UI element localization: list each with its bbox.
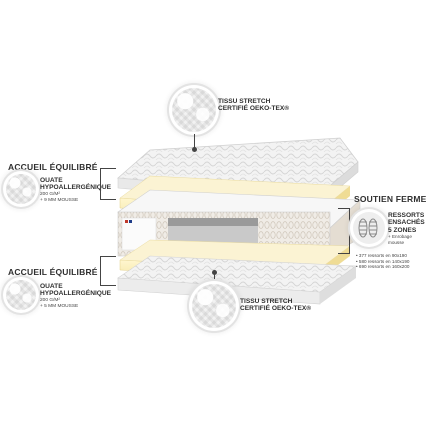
spring-count-item: • 580 ressorts en 140x190 [356,258,410,264]
left-top-text: OUATE HYPOALLERGÉNIQUE 200 G/M² + 9 MM M… [40,177,112,203]
top-connector-dot [192,147,197,152]
right-bracket-top [338,208,350,209]
left-top-wadding-circle [6,174,36,204]
left-top-heading: ACCUEIL ÉQUILIBRÉ [8,162,98,172]
spring-coil-icon [358,218,378,238]
right-bracket-vert [349,208,350,254]
right-text: RESSORTS ENSACHÉS 5 ZONES + Enrobage mou… [388,212,425,245]
spring-count-item: • 690 ressorts en 160x200 [356,264,410,270]
top-fabric-detail-circle [172,88,216,132]
left-top-bracket-bottom [100,199,116,200]
right-bracket-bottom [338,253,350,254]
left-bottom-wadding-circle [6,280,36,310]
spring-count-item: • 377 ressorts en 90x190 [356,253,407,258]
right-spring-circle [353,212,385,244]
left-bottom-text: OUATE HYPOALLERGÉNIQUE 200 G/M² + 5 MM M… [40,283,112,309]
bottom-fabric-detail-circle [192,284,236,328]
left-bottom-bracket-vert [100,256,101,286]
wadding-texture [6,174,36,204]
fabric-texture [172,88,216,132]
bottom-fabric-label: TISSU STRETCH CERTIFIÉ OEKO-TEX® [240,298,312,313]
left-top-bracket-top [100,168,116,169]
pocket-spring-core [117,189,361,257]
left-bottom-bracket-top [100,256,116,257]
top-fabric-label: TISSU STRETCH CERTIFIÉ OEKO-TEX® [218,98,290,113]
left-top-bracket-vert [100,168,101,200]
left-bottom-bracket-bottom [100,285,116,286]
left-bottom-heading: ACCUEIL ÉQUILIBRÉ [8,267,98,277]
wadding-texture [6,280,36,310]
right-heading: SOUTIEN FERME [354,194,427,204]
bottom-connector-line [214,272,215,284]
fabric-texture [192,284,236,328]
spring-count-list: • 377 ressorts en 90x190 • 580 ressorts … [356,253,428,270]
bottom-cover [117,255,357,305]
top-connector-line [194,134,195,150]
